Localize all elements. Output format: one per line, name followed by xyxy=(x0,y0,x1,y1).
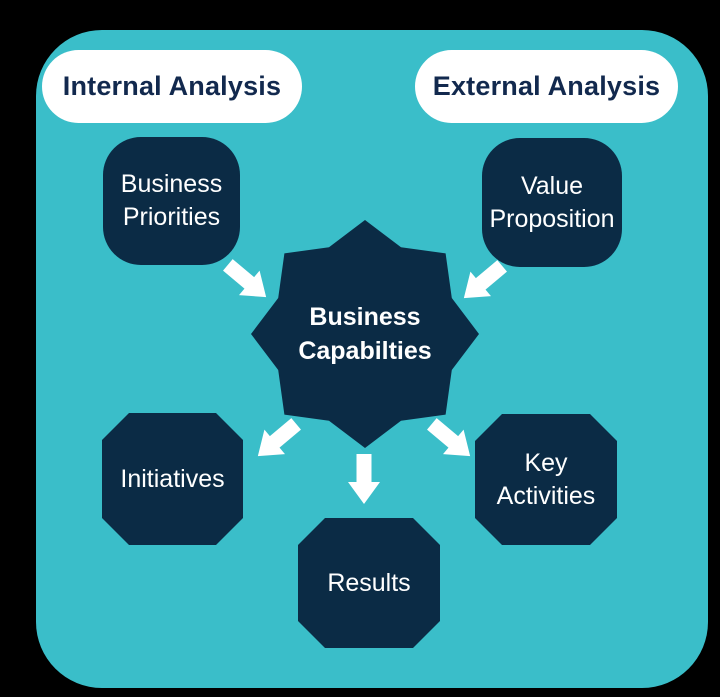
internal-analysis-pill: Internal Analysis xyxy=(42,50,302,123)
business-priorities-label-line1: Business xyxy=(120,170,223,198)
results-node: Results xyxy=(298,518,440,648)
business-capabilities-label-line2: Capabilties xyxy=(298,337,432,365)
results-label: Results xyxy=(327,568,411,597)
external-analysis-label: External Analysis xyxy=(432,71,661,101)
business-priorities-label-line2: Priorities xyxy=(122,203,221,231)
key-activities-label-line1: Key xyxy=(524,448,568,477)
business-priorities-node: Business Priorities xyxy=(103,137,240,265)
value-proposition-node: Value Proposition xyxy=(482,138,622,267)
initiatives-label: Initiatives xyxy=(120,464,225,493)
key-activities-label-line2: Activities xyxy=(496,481,596,510)
value-proposition-label-line1: Value xyxy=(520,171,584,200)
internal-analysis-label: Internal Analysis xyxy=(62,71,282,101)
business-capabilities-label: Business Capabilties xyxy=(245,300,485,368)
business-capabilities-label-line1: Business xyxy=(309,303,421,331)
external-analysis-pill: External Analysis xyxy=(415,50,678,123)
value-proposition-label-line2: Proposition xyxy=(489,204,615,233)
key-activities-node: Key Activities xyxy=(475,414,617,545)
initiatives-node: Initiatives xyxy=(102,413,243,545)
